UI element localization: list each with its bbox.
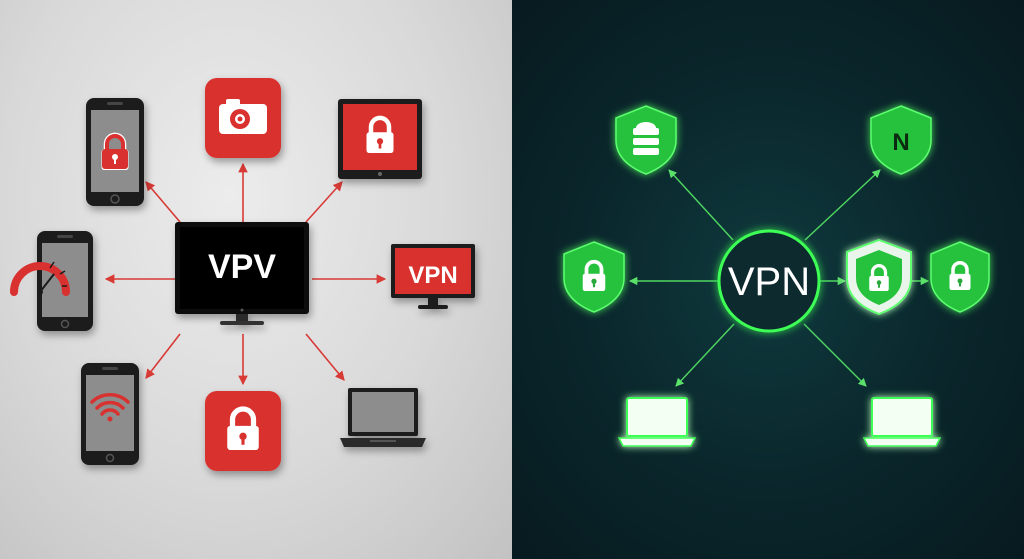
line-to-shield-server — [668, 169, 734, 241]
camera-icon — [205, 78, 281, 158]
shield-lock-left-icon — [563, 241, 625, 313]
laptop-left-icon — [617, 397, 697, 447]
central-monitor-vpv — [175, 222, 309, 325]
line-to-phone-lock — [145, 181, 181, 223]
line-to-tablet — [305, 181, 343, 223]
left-connection-lines — [104, 162, 387, 386]
shield-lock-right-icon — [930, 241, 990, 313]
shield-lock-center-icon — [846, 238, 912, 316]
shield-n-icon — [870, 105, 932, 175]
smartphone-wifi-icon — [81, 363, 139, 465]
laptop-icon — [340, 388, 426, 447]
wifi-icon — [90, 393, 130, 422]
shield-server-icon — [615, 105, 677, 175]
hub-label-left: VPV — [208, 248, 276, 286]
line-to-laptop — [305, 333, 345, 381]
gauge-icon — [10, 261, 70, 296]
lock-tile-icon — [205, 391, 281, 471]
line-to-laptop-right — [803, 323, 867, 387]
lock-icon-phone-tint — [102, 134, 128, 169]
hub-label-right: VPN — [728, 260, 810, 304]
monitor-label-vpn: VPN — [408, 262, 457, 289]
line-to-laptop-left — [675, 323, 735, 387]
hub-circle-right — [717, 229, 821, 333]
line-to-shield-n — [804, 169, 881, 241]
laptop-right-icon — [862, 397, 942, 447]
smartphone-icon — [86, 98, 144, 206]
right-connection-lines — [628, 169, 930, 387]
tablet-icon — [338, 99, 422, 179]
shield-letter: N — [892, 129, 909, 156]
line-to-wifi-phone — [145, 333, 181, 379]
monitor-icon — [391, 244, 475, 309]
